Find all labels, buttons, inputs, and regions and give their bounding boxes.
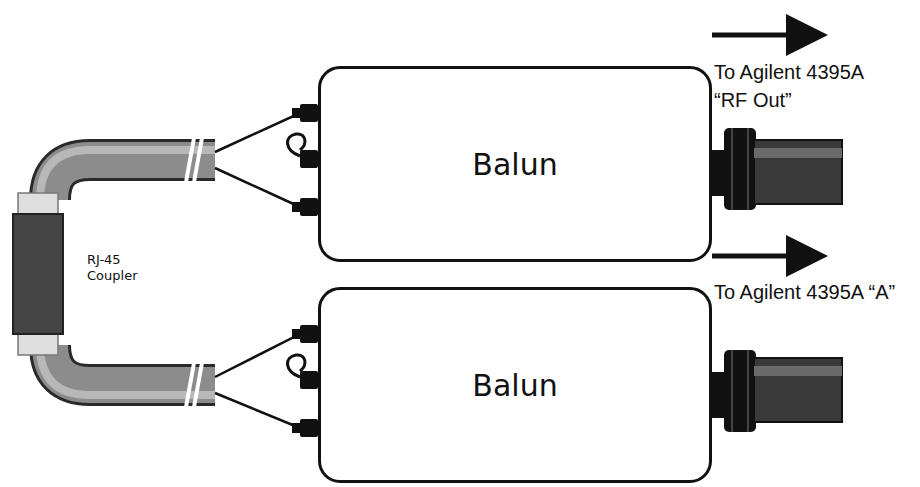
balun-label: Balun (472, 147, 557, 182)
destination-label: To Agilent 4395A “RF Out” (714, 58, 896, 114)
rj45-coupler: RJ-45 Coupler (12, 192, 64, 356)
ground-loop (287, 134, 304, 377)
twisted-pair-cable (40, 113, 318, 200)
bnc-connector (712, 128, 842, 432)
cable-break (186, 138, 202, 407)
balun-box: Balun (318, 287, 712, 483)
twisted-pair-cable (40, 334, 318, 395)
coupler-body (12, 192, 64, 356)
direction-arrow (712, 14, 828, 277)
balun-box: Balun (318, 66, 712, 262)
coupler-label: RJ-45 Coupler (87, 252, 149, 284)
balun-wire (215, 168, 300, 428)
balun-label: Balun (472, 368, 557, 403)
destination-label: To Agilent 4395A “A” (714, 278, 896, 306)
